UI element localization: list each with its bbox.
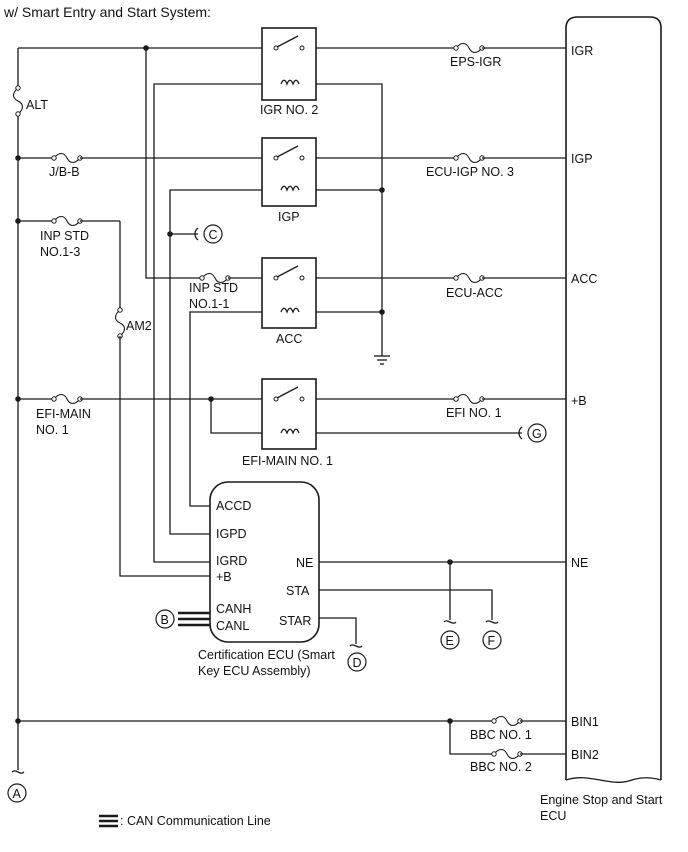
am2-fuse-label: AM2	[126, 319, 152, 333]
cert-pin-ne: NE	[296, 556, 313, 570]
alt-fuse	[12, 85, 24, 117]
engine-ecu-caption-line2: ECU	[540, 809, 566, 823]
ecu-pin-igr: IGR	[571, 44, 593, 58]
cert-pin-igrd: IGRD	[216, 554, 247, 568]
bbc-no2-fuse-label: BBC NO. 2	[470, 760, 532, 774]
svg-text:E: E	[446, 634, 454, 648]
wire-acc-feed	[145, 48, 202, 279]
efi-no1-fuse-label: EFI NO. 1	[446, 406, 502, 420]
cert-pin-igpd: IGPD	[216, 527, 247, 541]
wire-igr-to-igrd	[153, 83, 262, 563]
svg-text:F: F	[488, 634, 496, 648]
cert-pin-canl: CANL	[216, 619, 249, 633]
relay-acc	[261, 257, 317, 329]
wire-star	[319, 617, 357, 644]
alt-fuse-label: ALT	[26, 98, 48, 112]
efi-main-label-line1: EFI-MAIN	[36, 407, 91, 421]
relay-igr-no2	[261, 27, 317, 101]
svg-text:D: D	[353, 656, 362, 670]
relay-efi-main-no1	[261, 378, 317, 450]
cert-pin-accd: ACCD	[216, 499, 251, 513]
coil-return-wire	[316, 83, 383, 356]
ecu-acc-fuse	[453, 272, 485, 284]
inp-std-no13-label-line2: NO.1-3	[40, 245, 80, 259]
ecu-pin-acc: ACC	[571, 272, 597, 286]
ecu-acc-fuse-label: ECU-ACC	[446, 286, 503, 300]
diagram-title: w/ Smart Entry and Start System:	[3, 4, 211, 20]
cert-pin-plus-b: +B	[216, 570, 232, 584]
cert-pin-canh: CANH	[216, 602, 251, 616]
can-line-legend-label: : CAN Communication Line	[120, 814, 271, 828]
engine-ecu-caption-line1: Engine Stop and Start	[540, 793, 663, 807]
connector-g: G	[527, 423, 547, 443]
eps-igr-fuse-label: EPS-IGR	[450, 55, 501, 69]
inp-std-no13-label-line1: INP STD	[40, 229, 89, 243]
relay-igp	[261, 137, 317, 207]
svg-text:A: A	[13, 787, 22, 801]
connector-f: F	[482, 630, 502, 650]
cert-pin-star: STAR	[279, 614, 311, 628]
bbc-no1-fuse	[491, 715, 523, 727]
inp-std-no11-label-line2: NO.1-1	[189, 297, 229, 311]
inp-std-no13-fuse	[51, 215, 83, 227]
cert-ecu-caption-line2: Key ECU Assembly)	[198, 664, 311, 678]
wire-igp-to-igpd	[169, 189, 262, 535]
am2-fuse	[114, 307, 126, 339]
efi-main-fuse	[51, 393, 83, 405]
bbc-no2-fuse	[491, 748, 523, 760]
ecu-pin-bin2: BIN2	[571, 748, 599, 762]
relay-igp-label: IGP	[278, 210, 300, 224]
svg-text:B: B	[161, 613, 169, 627]
engine-stop-start-ecu-box	[565, 16, 662, 780]
connector-e: E	[440, 630, 460, 650]
svg-text:C: C	[209, 228, 218, 242]
ecu-pin-ne: NE	[571, 556, 588, 570]
ecu-pin-bin1: BIN1	[571, 715, 599, 729]
connector-a: A	[7, 783, 27, 803]
efi-no1-fuse	[453, 393, 485, 405]
bbc-no1-fuse-label: BBC NO. 1	[470, 728, 532, 742]
wire-am2-to-cert-b	[119, 336, 210, 577]
eps-igr-fuse	[453, 42, 485, 54]
inp-std-no11-label-line1: INP STD	[189, 281, 238, 295]
relay-acc-label: ACC	[276, 332, 302, 346]
jb-b-fuse	[51, 152, 83, 164]
can-line-legend-icon	[99, 814, 118, 828]
connector-b: B	[155, 609, 175, 629]
wire-acc-to-accd	[189, 311, 262, 507]
svg-text:G: G	[532, 427, 542, 441]
connector-d: D	[347, 652, 367, 672]
cert-ecu-caption-line1: Certification ECU (Smart	[198, 648, 335, 662]
jb-b-fuse-label: J/B-B	[49, 165, 80, 179]
efi-main-label-line2: NO. 1	[36, 423, 69, 437]
ecu-igp-no3-fuse	[453, 152, 485, 164]
ecu-igp-no3-fuse-label: ECU-IGP NO. 3	[426, 165, 514, 179]
cert-pin-sta: STA	[286, 584, 310, 598]
ground-icon	[374, 355, 390, 365]
ecu-pin-plus-b: +B	[571, 394, 587, 408]
wire-sta	[319, 589, 493, 620]
junction-dots	[15, 45, 453, 724]
relay-efi-main-no1-label: EFI-MAIN NO. 1	[242, 454, 333, 468]
can-lines	[178, 611, 210, 627]
connector-c: C	[203, 224, 223, 244]
ecu-pin-igp: IGP	[571, 152, 593, 166]
relay-igr-no2-label: IGR NO. 2	[260, 103, 318, 117]
